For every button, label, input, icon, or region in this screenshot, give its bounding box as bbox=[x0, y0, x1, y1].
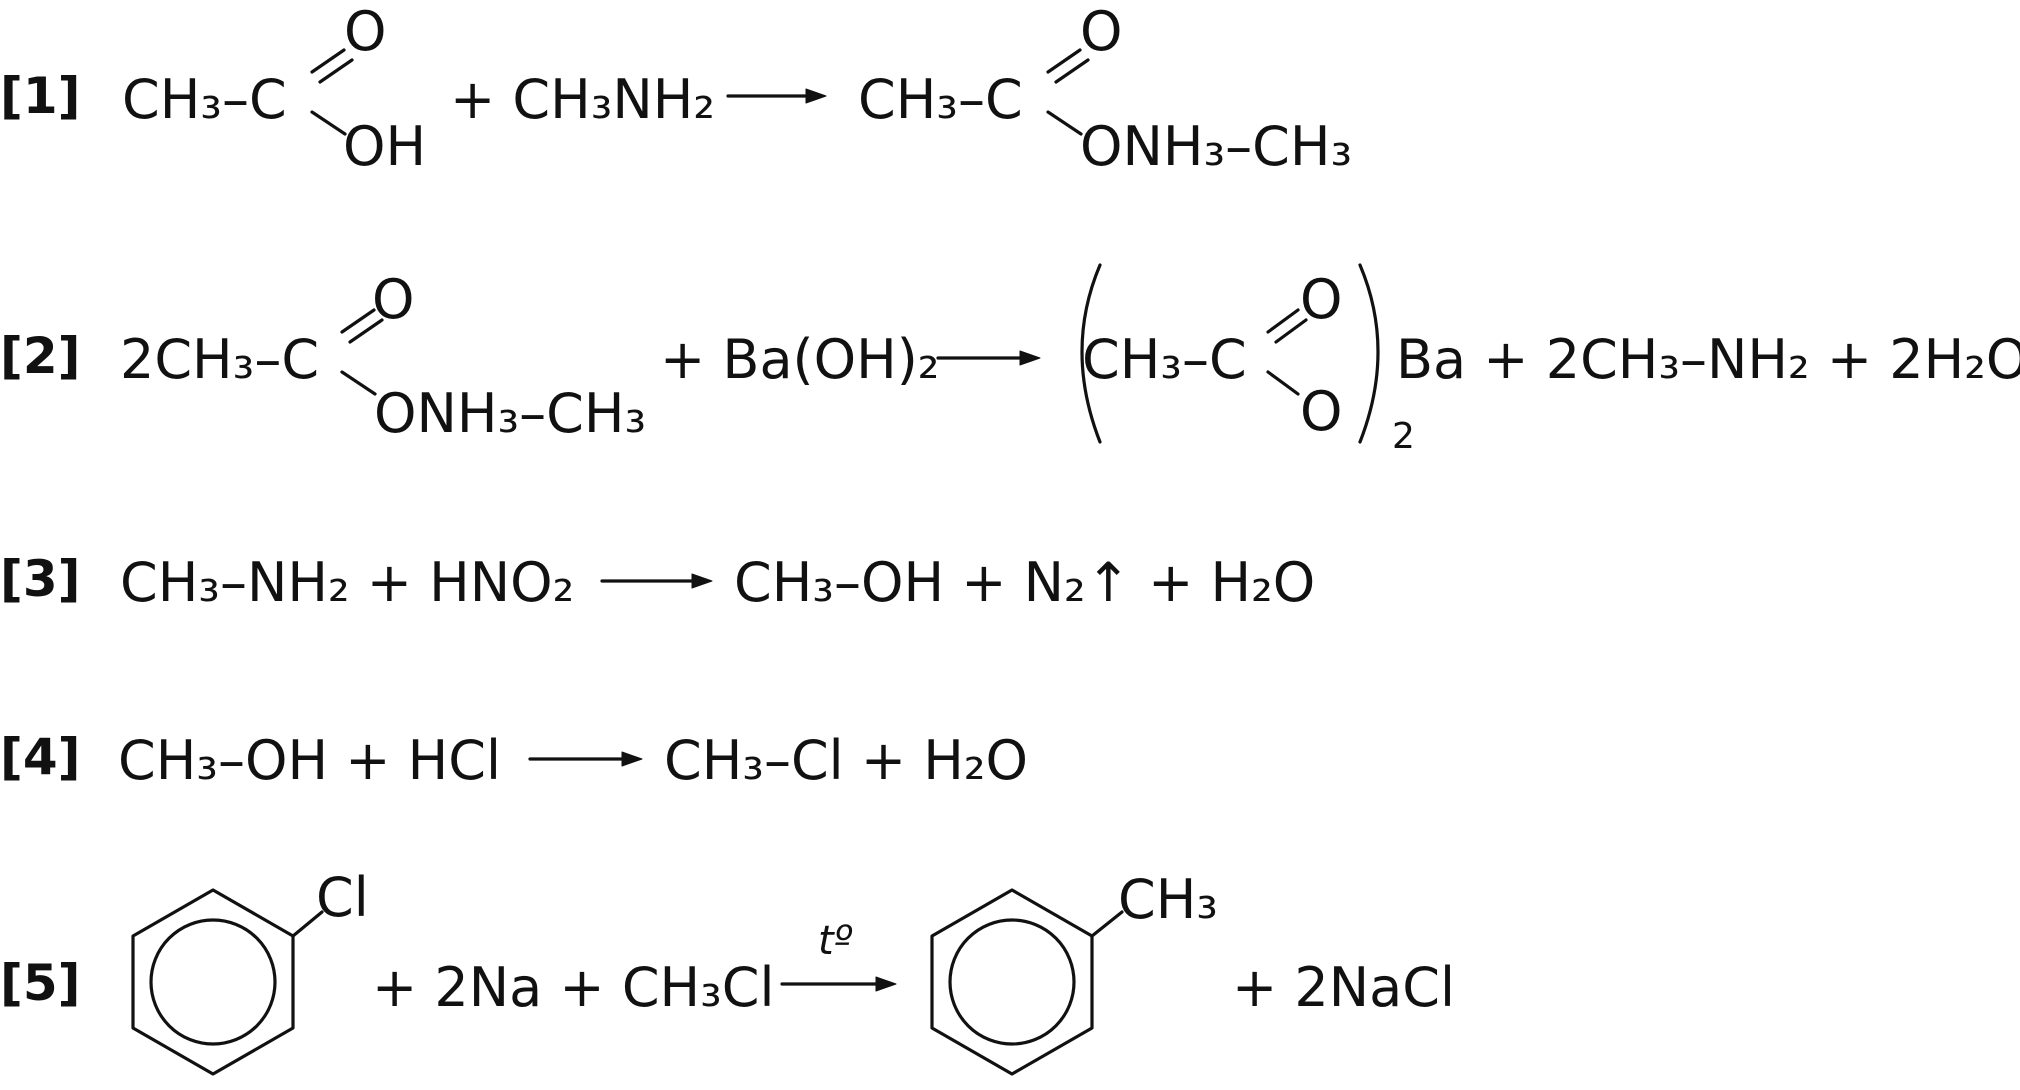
double-bond-line-a bbox=[340, 308, 376, 334]
reaction-arrow-head bbox=[691, 573, 713, 589]
ammonium-group: ONH₃–CH₃ bbox=[1080, 115, 1352, 178]
carboxylate-oxygen: O bbox=[1300, 380, 1343, 443]
reaction-number: [5] bbox=[0, 954, 81, 1012]
carbonyl-oxygen: O bbox=[344, 0, 387, 63]
reaction-byproduct: + 2NaCl bbox=[1232, 956, 1455, 1019]
methyl-substituent: CH₃ bbox=[1118, 868, 1218, 931]
double-bond-line-a bbox=[1046, 48, 1082, 74]
reactant-salt-chain: 2CH₃–C bbox=[120, 328, 319, 391]
reaction-number: [3] bbox=[0, 550, 81, 608]
product-remainder: Ba + 2CH₃–NH₂ + 2H₂O bbox=[1396, 328, 2020, 391]
reaction-arrow-head bbox=[805, 88, 827, 104]
aromatic-ring-circle bbox=[948, 918, 1076, 1046]
reaction-left-side: CH₃–NH₂ + HNO₂ bbox=[120, 551, 574, 614]
aromatic-ring-circle bbox=[149, 918, 277, 1046]
chloro-substituent: Cl bbox=[316, 866, 369, 929]
product-salt-chain: CH₃–C bbox=[858, 68, 1023, 131]
reaction-number: [4] bbox=[0, 728, 81, 786]
single-bond-line bbox=[310, 110, 347, 136]
double-bond-line-b bbox=[318, 58, 354, 84]
double-bond-line-b bbox=[348, 318, 384, 344]
reaction-1: [1] CH₃–C O OH + CH₃NH₂ CH₃–C O ONH₃–CH₃ bbox=[0, 0, 1352, 178]
carbonyl-oxygen: O bbox=[1080, 0, 1123, 63]
benzene-ring-hexagon bbox=[930, 888, 1094, 1076]
left-bracket bbox=[1080, 263, 1102, 444]
double-bond-line-a bbox=[310, 48, 346, 74]
reaction-arrow-head bbox=[1019, 350, 1041, 366]
reaction-left-side: CH₃–OH + HCl bbox=[118, 729, 501, 792]
reactant-barium-hydroxide: + Ba(OH)₂ bbox=[660, 328, 939, 391]
reaction-right-side: CH₃–Cl + H₂O bbox=[664, 729, 1028, 792]
reactant-acid-chain: CH₃–C bbox=[122, 68, 287, 131]
reactant-methylamine: + CH₃NH₂ bbox=[450, 68, 715, 131]
reaction-reagents: + 2Na + CH₃Cl bbox=[372, 956, 775, 1019]
reaction-5: [5] Cl + 2Na + CH₃Cl tº CH₃ + 2NaCl bbox=[0, 866, 1455, 1076]
substituent-bond bbox=[291, 910, 324, 938]
carbonyl-oxygen: O bbox=[372, 268, 415, 331]
hydroxyl-group: OH bbox=[343, 115, 426, 178]
substituent-bond bbox=[1090, 910, 1124, 938]
single-bond-line bbox=[1266, 370, 1300, 396]
benzene-ring-hexagon bbox=[131, 888, 295, 1076]
product-acetate-chain: CH₃–C bbox=[1082, 328, 1247, 391]
ammonium-group: ONH₃–CH₃ bbox=[374, 382, 646, 445]
reaction-2: [2] 2CH₃–C O ONH₃–CH₃ + Ba(OH)₂ CH₃–C O … bbox=[0, 263, 2020, 457]
double-bond-line-a bbox=[1266, 308, 1300, 334]
carbonyl-oxygen: O bbox=[1300, 268, 1343, 331]
right-bracket bbox=[1358, 263, 1380, 444]
single-bond-line bbox=[340, 370, 377, 396]
double-bond-line-b bbox=[1274, 318, 1308, 344]
reaction-number: [1] bbox=[0, 67, 81, 125]
reaction-arrow-head bbox=[621, 751, 643, 767]
reaction-number: [2] bbox=[0, 327, 81, 385]
reaction-4: [4] CH₃–OH + HCl CH₃–Cl + H₂O bbox=[0, 728, 1028, 792]
reaction-3: [3] CH₃–NH₂ + HNO₂ CH₃–OH + N₂↑ + H₂O bbox=[0, 550, 1315, 614]
single-bond-line bbox=[1046, 110, 1083, 136]
heat-condition: tº bbox=[818, 918, 853, 964]
reaction-arrow-head bbox=[875, 976, 897, 992]
bracket-subscript: 2 bbox=[1392, 416, 1415, 457]
double-bond-line-b bbox=[1054, 58, 1090, 84]
reaction-right-side: CH₃–OH + N₂↑ + H₂O bbox=[734, 551, 1315, 614]
